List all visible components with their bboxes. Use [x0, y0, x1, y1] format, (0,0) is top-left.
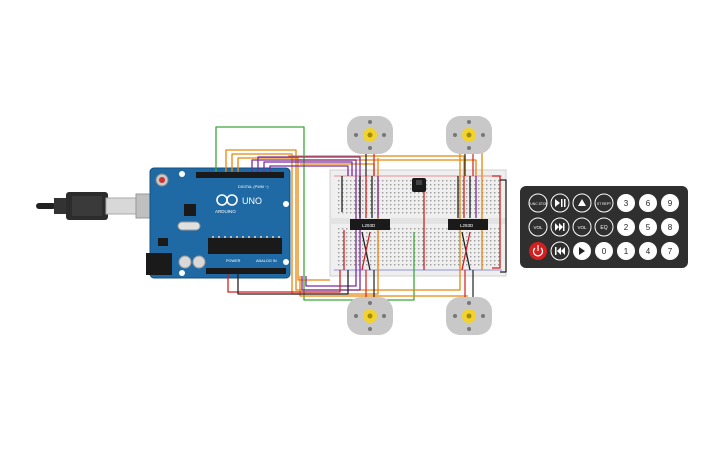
- ir-remote[interactable]: FUNC STOP ST REPT 3 6 9: [520, 186, 688, 268]
- digital-header: [196, 172, 284, 178]
- atmega-chip: [208, 238, 282, 254]
- arduino-logo-icon: [216, 194, 238, 206]
- up-arrow-icon: [578, 199, 586, 206]
- svg-text:2: 2: [624, 223, 629, 232]
- remote-button-down[interactable]: [573, 242, 591, 260]
- svg-text:0: 0: [602, 247, 607, 256]
- dc-motor-bottom-right[interactable]: [446, 297, 492, 335]
- driver-left-label: L293D: [362, 223, 376, 228]
- remote-button-1[interactable]: 1: [617, 242, 635, 260]
- remote-button-2[interactable]: 2: [617, 218, 635, 236]
- remote-button-eq[interactable]: EQ: [594, 217, 614, 237]
- motor-driver-right[interactable]: L293D: [448, 219, 488, 230]
- breadboard: [329, 169, 507, 277]
- svg-text:9: 9: [668, 199, 673, 208]
- svg-text:4: 4: [646, 247, 651, 256]
- svg-text:7: 7: [668, 247, 673, 256]
- remote-button-3[interactable]: 3: [617, 194, 635, 212]
- remote-button-next[interactable]: [550, 217, 570, 237]
- dc-motor-bottom-left[interactable]: [347, 297, 393, 335]
- svg-text:8: 8: [668, 223, 673, 232]
- remote-button-8[interactable]: 8: [661, 218, 679, 236]
- arduino-model: UNO: [242, 196, 262, 206]
- remote-button-play-pause[interactable]: [550, 193, 570, 213]
- remote-button-st-rept[interactable]: ST REPT: [594, 193, 614, 213]
- remote-button-up[interactable]: [572, 193, 592, 213]
- svg-text:1: 1: [624, 247, 629, 256]
- arduino-logo-text: ARDUINO: [215, 209, 236, 214]
- svg-text:ST REPT: ST REPT: [597, 202, 611, 206]
- digital-label: DIGITAL (PWM ~): [238, 185, 269, 189]
- usb-cable[interactable]: [36, 192, 167, 220]
- svg-text:6: 6: [646, 199, 651, 208]
- svg-text:VOL: VOL: [533, 225, 543, 230]
- power-jack: [146, 253, 172, 275]
- analog-header: [206, 268, 286, 274]
- play-pause-icon: [555, 199, 566, 207]
- svg-text:EQ: EQ: [600, 225, 607, 231]
- down-arrow-icon: [579, 247, 585, 255]
- remote-button-func-stop[interactable]: FUNC STOP: [528, 193, 549, 213]
- dc-motor-top-left[interactable]: [347, 116, 393, 154]
- prev-icon: [555, 247, 565, 255]
- driver-right-label: L293D: [460, 223, 474, 228]
- motor-driver-left[interactable]: L293D: [350, 219, 390, 230]
- analog-label: ANALOG IN: [256, 259, 277, 263]
- remote-button-vol-minus[interactable]: VOL: [528, 217, 548, 237]
- remote-button-prev[interactable]: [550, 241, 570, 261]
- svg-text:3: 3: [624, 199, 629, 208]
- remote-button-9[interactable]: 9: [661, 194, 679, 212]
- next-icon: [555, 223, 565, 231]
- svg-text:5: 5: [646, 223, 651, 232]
- arduino-uno-board[interactable]: UNO ARDUINO DIGITAL (PWM ~) POWER ANALOG…: [146, 167, 291, 279]
- remote-button-4[interactable]: 4: [639, 242, 657, 260]
- remote-button-0[interactable]: 0: [595, 242, 613, 260]
- power-icon: [532, 245, 544, 257]
- svg-text:FUNC STOP: FUNC STOP: [528, 202, 548, 206]
- dc-motor-top-right[interactable]: [446, 116, 492, 154]
- remote-button-7[interactable]: 7: [661, 242, 679, 260]
- remote-button-5[interactable]: 5: [639, 218, 657, 236]
- remote-button-6[interactable]: 6: [639, 194, 657, 212]
- remote-button-vol-plus[interactable]: VOL: [572, 217, 592, 237]
- remote-button-power[interactable]: [529, 242, 547, 260]
- svg-text:VOL: VOL: [577, 225, 587, 230]
- power-label: POWER: [226, 259, 241, 263]
- ir-receiver[interactable]: [412, 178, 426, 192]
